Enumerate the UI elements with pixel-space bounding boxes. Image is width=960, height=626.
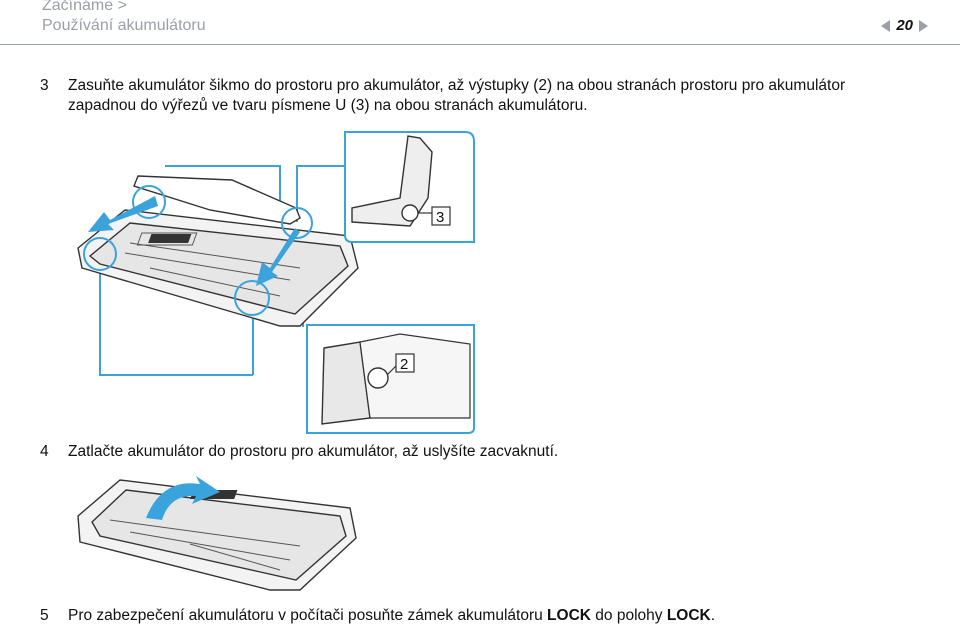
step-number: 4 — [40, 443, 49, 460]
breadcrumb-section[interactable]: Začínáme > — [42, 0, 127, 14]
step-text-line2: zapadnou do výřezů ve tvaru písmene U (3… — [68, 97, 588, 114]
previous-page-icon[interactable] — [881, 19, 891, 32]
step-text: Zatlačte akumulátor do prostoru pro akum… — [68, 443, 559, 460]
page-number: 20 — [896, 17, 913, 34]
step-text-part: do polohy — [590, 607, 667, 624]
next-page-icon[interactable] — [919, 19, 928, 32]
step-number: 3 — [40, 77, 49, 94]
step-text-part: Pro zabezpečení akumulátoru v počítači p… — [68, 607, 548, 624]
breadcrumb-page[interactable]: Používání akumulátoru — [42, 17, 206, 34]
step-text: Pro zabezpečení akumulátoru v počítači p… — [68, 606, 715, 626]
battery-insert-illustration: 3 2 — [77, 131, 475, 434]
step-text-part: . — [710, 607, 716, 624]
callout-2: 2 — [400, 356, 408, 373]
callout-3: 3 — [436, 209, 444, 226]
lock-position-bold: LOCK — [666, 607, 711, 624]
header-divider — [0, 44, 960, 45]
page-header: Začínáme > Používání akumulátoru 20 — [0, 0, 960, 46]
battery-snap-illustration — [77, 476, 357, 591]
step-text-line1: Zasuňte akumulátor šikmo do prostoru pro… — [68, 77, 846, 94]
step-number: 5 — [40, 607, 49, 624]
lock-label-bold: LOCK — [547, 607, 591, 624]
page-navigation: 20 — [881, 17, 928, 34]
